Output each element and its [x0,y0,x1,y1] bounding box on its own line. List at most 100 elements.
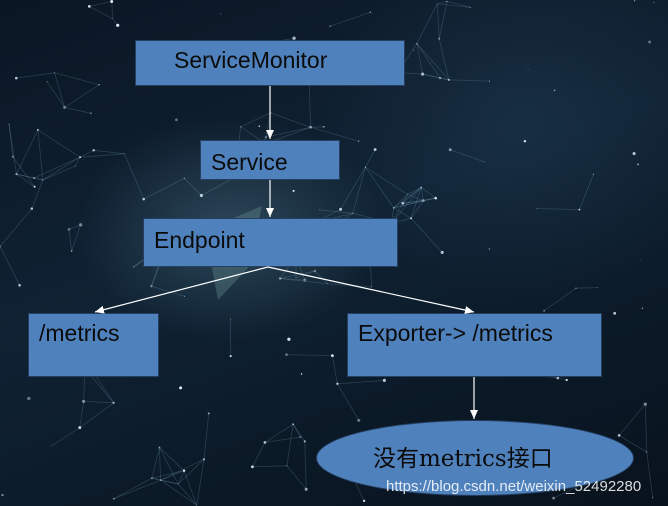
star-dot [229,355,232,358]
network-line [16,72,55,79]
star-dot [322,125,325,128]
network-line [160,470,185,481]
star-dot [287,337,291,341]
network-line [159,447,161,481]
network-line [16,173,35,188]
network-line [79,402,114,428]
star-dot [151,477,153,479]
star-dot [159,479,162,481]
star-dot [207,412,210,415]
star-dot [447,78,450,81]
star-dot [339,207,343,211]
star-dot [543,309,546,312]
network-line [79,401,84,428]
network-line [644,404,648,453]
network-line [64,84,100,108]
star-dot [303,278,307,282]
network-line [337,383,360,421]
star-dot [112,401,115,404]
network-line [332,355,338,384]
star-dot [92,149,95,152]
network-line [64,107,91,114]
star-dot [633,0,636,2]
star-dot [535,208,537,209]
network-line [295,270,316,279]
network-line [68,229,72,252]
network-line [80,153,125,158]
network-line [79,149,94,158]
star-dot [552,496,555,500]
star-dot [36,128,39,131]
star-dot [89,112,92,115]
star-dot [292,36,296,40]
network-line [183,470,198,506]
network-line [393,200,424,209]
network-line [124,153,145,200]
network-line [68,224,81,230]
star-dot [240,126,242,128]
network-line [286,354,333,356]
star-dot [304,487,308,491]
network-line [393,207,412,219]
star-dot [421,72,425,76]
network-line [304,441,307,490]
star-dot [110,0,114,3]
star-dot [362,499,366,503]
star-dot [79,156,81,159]
network-line [536,208,580,210]
star-dot [617,434,621,437]
network-line [416,43,423,75]
star-dot [641,307,644,310]
star-dot [251,465,254,469]
star-dot [150,285,153,288]
network-line [151,470,185,479]
network-line [8,124,14,157]
star-dot [82,399,86,403]
network-line [177,459,205,485]
star-dot [329,25,331,27]
network-line [151,477,179,485]
network-line [74,157,81,167]
star-dot [382,378,386,382]
endpoint-label: Endpoint [154,227,245,253]
network-line [280,278,328,285]
star-dot [653,2,655,4]
network-line [151,447,160,479]
network-line [240,112,271,128]
endpoint-node: Endpoint [143,218,398,267]
star-dot [199,193,203,198]
star-dot [184,295,186,297]
star-dot [230,318,231,320]
star-dot [648,40,652,44]
star-dot [489,80,490,82]
network-line [416,43,441,79]
network-line [177,470,185,485]
network-line [410,200,424,219]
star-dot [142,197,145,201]
network-line [450,149,485,163]
star-dot [33,177,35,179]
star-dot [596,287,598,289]
network-line [393,187,422,209]
network-line [446,1,471,8]
network-line [308,79,311,128]
network-line [402,197,436,204]
star-dot [177,483,179,485]
network-line [416,43,450,81]
network-line [160,458,205,481]
star-dot [87,5,91,8]
star-dot [27,396,31,401]
network-line [160,479,197,506]
network-line [618,403,646,436]
network-line [646,452,654,498]
star-dot [575,287,577,289]
star-dot [413,49,415,51]
network-line [438,38,450,80]
network-line [286,465,307,490]
network-line [410,218,443,253]
star-dot [15,172,18,176]
no-metrics-interface-node [316,420,634,496]
star-dot [54,72,56,74]
star-dot [202,458,206,461]
star-dot [483,161,485,163]
